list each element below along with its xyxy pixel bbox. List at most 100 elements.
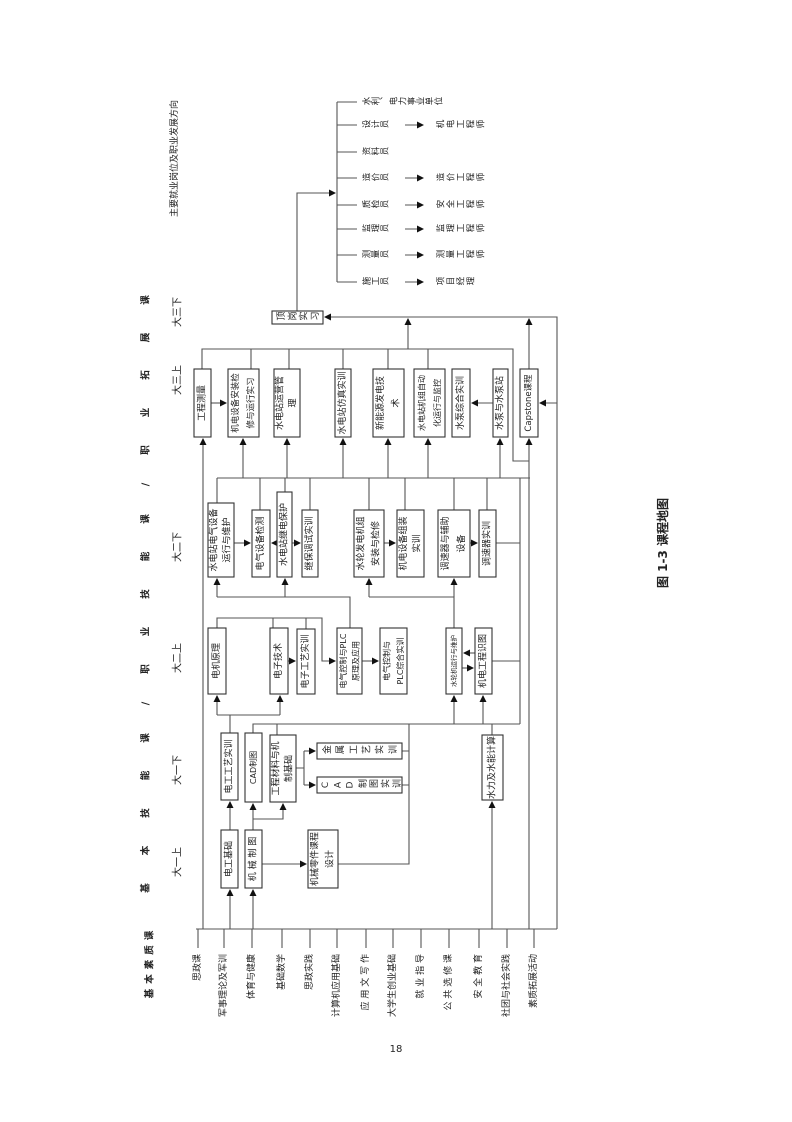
basic-course-label: 素质拓展活动	[527, 954, 539, 1008]
course-box-12-label: 电子工艺实训	[299, 634, 311, 688]
course-box-33	[519, 368, 539, 438]
course-box-15	[445, 627, 463, 695]
career-next: 项目经理	[436, 277, 476, 287]
course-box-17-label: 水电站电气设备	[208, 508, 220, 571]
course-box-2-label: 机 械 制 图	[247, 837, 259, 882]
course-box-10	[207, 627, 227, 695]
course-box-30	[413, 368, 446, 438]
connector-lines	[196, 101, 558, 948]
page-number: 18	[390, 1044, 403, 1055]
course-box-23	[437, 509, 471, 578]
course-box-16-label: 机电工程识图	[477, 634, 489, 688]
basic-course-label: 就 业 指 导	[414, 954, 426, 999]
course-box-7	[316, 742, 403, 760]
course-box-18-label: 电气设备检测	[254, 516, 266, 570]
course-box-32	[492, 368, 509, 438]
course-box-26-label: 机电设备安装检	[230, 373, 241, 433]
career-role: 资料员	[361, 147, 389, 157]
semester-label: 大三上	[171, 365, 184, 395]
career-role: 测量员	[362, 250, 389, 260]
course-box-26	[227, 368, 260, 438]
course-box-13-label: 电气控制与PLC	[338, 633, 348, 688]
course-box-25	[193, 368, 212, 438]
basic-course-label: 基础数学	[275, 954, 287, 990]
course-box-16	[474, 627, 493, 695]
semester-label: 大一下	[171, 755, 184, 785]
course-box-22	[396, 509, 425, 578]
course-box-14-label: 电气控制与	[381, 641, 391, 681]
career-role: 设计员	[361, 120, 389, 130]
course-box-22-label: 机电设备组装	[397, 516, 409, 570]
course-box-23-label: 调速器与辅助	[439, 516, 451, 570]
basic-course-label: 安 全 教 育	[472, 954, 484, 999]
course-box-8-label: CAD制图实训	[321, 780, 403, 791]
course-box-24-label: 调速器实训	[481, 521, 493, 566]
course-box-27-label: 理	[288, 398, 299, 407]
basic-course-label: 体育与健康	[245, 954, 257, 999]
course-box-4-label: 电工工艺实训	[223, 739, 235, 793]
course-box-21-label: 安装与检修	[370, 521, 382, 566]
course-box-6-label: 制基础	[283, 755, 295, 782]
course-box-8	[316, 776, 403, 794]
course-box-5	[244, 732, 263, 803]
course-box-34	[271, 310, 324, 325]
course-box-29	[372, 368, 405, 438]
basic-course-label: 思政课	[191, 954, 203, 981]
course-box-17-label: 运行与维护	[221, 517, 233, 562]
course-box-5-label: CAD制图	[248, 751, 258, 784]
basic-quality-header: 基本素质课	[144, 926, 156, 1000]
skills-track-header: 基本技能课/职业技能课/职业拓展课	[140, 267, 152, 893]
course-box-12	[296, 628, 316, 695]
career-role: 施工员	[361, 277, 389, 287]
course-box-34-label: 顶岗实习	[276, 312, 321, 323]
course-box-20-label: 继保调试实训	[303, 516, 315, 570]
figure-caption: 图 1-3 课程地图	[655, 498, 670, 588]
career-role: 质检员	[361, 200, 389, 210]
course-box-3	[307, 829, 339, 889]
semester-label: 大二下	[171, 532, 184, 562]
course-box-21	[353, 509, 385, 578]
basic-course-label: 公 共 选 修 课	[442, 954, 454, 1010]
basic-course-label: 大学生创业基础	[386, 954, 398, 1017]
course-box-15-label: 水轮机运行与维护	[449, 635, 458, 687]
course-box-7-label: 金属工艺实训	[321, 746, 401, 757]
career-role: 监理员	[361, 224, 389, 234]
course-box-19-label: 水电站继电保护	[278, 503, 290, 566]
career-next: 造价工程师	[435, 173, 486, 183]
course-box-18	[251, 509, 271, 578]
course-box-25-label: 工程测量	[197, 385, 208, 421]
basic-course-label: 应 用 文 写 作	[359, 954, 371, 1010]
course-box-31	[451, 368, 471, 438]
course-box-21-label: 水轮发电机组	[355, 516, 367, 570]
course-box-10-label: 电机原理	[210, 643, 222, 679]
course-box-30-label: 化运行与监控	[432, 379, 442, 427]
course-box-13	[336, 627, 363, 695]
course-box-6	[269, 734, 297, 803]
course-box-2	[244, 829, 263, 889]
career-direction-title: 主要就业岗位及职业发展方向	[168, 100, 180, 217]
course-box-23-label: 设备	[455, 534, 467, 552]
course-box-24	[478, 509, 497, 578]
course-box-27-label: 水电站运营管	[274, 376, 286, 430]
course-box-22-label: 实训	[410, 534, 422, 552]
course-box-9	[481, 734, 504, 801]
career-next: 监理工程师	[435, 224, 486, 234]
course-box-27	[273, 368, 301, 438]
semester-label: 大二上	[171, 643, 184, 673]
course-box-20	[301, 509, 319, 578]
course-box-14	[379, 627, 408, 695]
course-box-11-label: 电子技术	[272, 643, 284, 679]
course-box-31-label: 水泵综合实训	[454, 376, 466, 430]
basic-course-label: 军事理论及军训	[217, 954, 229, 1017]
course-box-9-label: 水力及水能计算	[486, 736, 498, 799]
course-box-19	[276, 491, 293, 578]
semester-label: 大三下	[171, 297, 184, 327]
course-box-33-label: Capstone课程	[523, 374, 534, 432]
career-next: 安全工程师	[435, 200, 486, 210]
course-box-26-label: 修与运行实习	[245, 377, 256, 428]
course-box-28-label: 水电站仿真实训	[336, 371, 348, 434]
course-box-3-label: 机械零件课程	[309, 832, 321, 886]
course-box-17	[207, 502, 235, 578]
basic-course-label: 思政实践	[303, 954, 315, 990]
